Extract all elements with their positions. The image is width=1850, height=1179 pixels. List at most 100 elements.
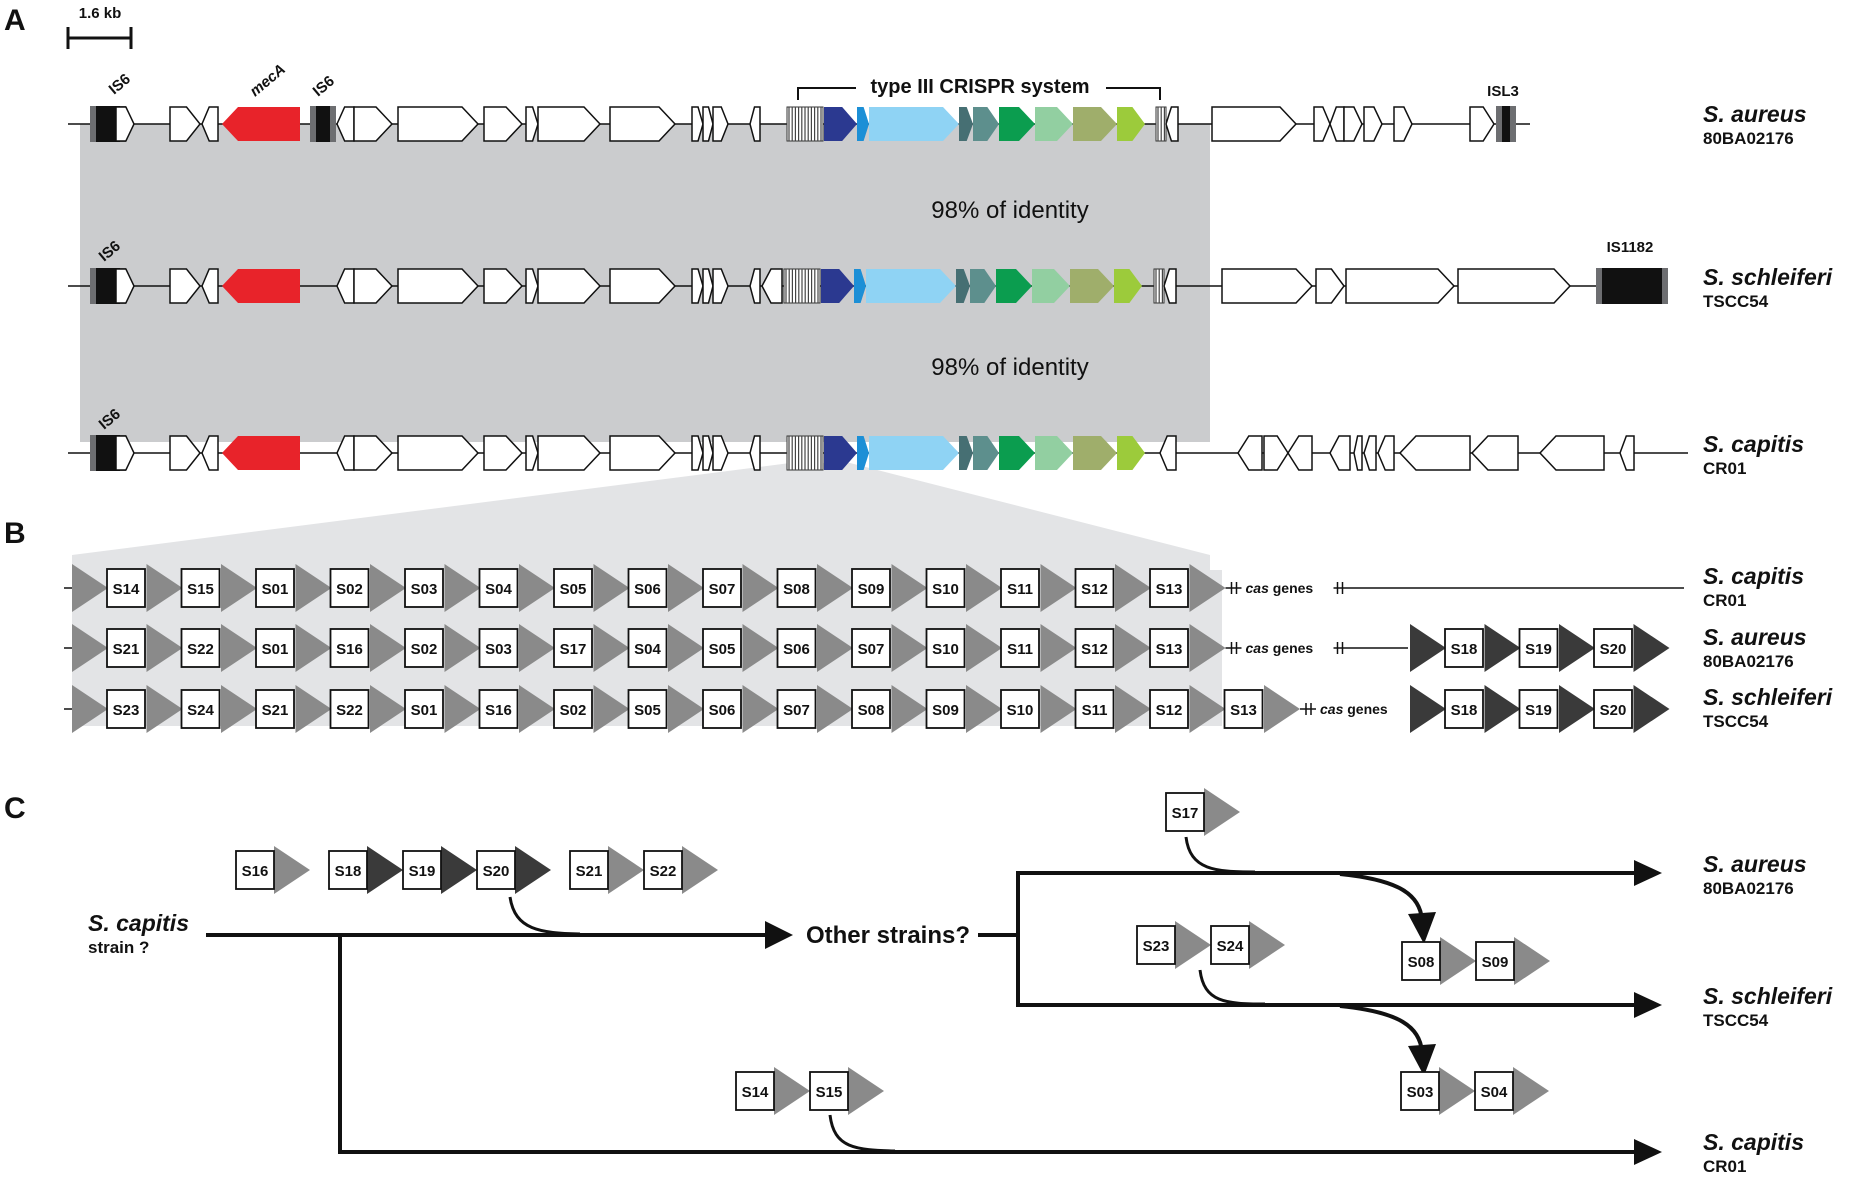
capitis-gain-S15-repeat bbox=[848, 1067, 884, 1115]
schleiferi-repeat-9 bbox=[742, 685, 779, 733]
arrowhead-aureus bbox=[1634, 860, 1662, 886]
schleiferi-spacer-S09-11-label: S09 bbox=[932, 702, 959, 719]
capitis-repeat-end bbox=[1189, 564, 1226, 612]
aureus-repeat-9 bbox=[742, 624, 779, 672]
capitis-repeat-9 bbox=[742, 564, 779, 612]
aureus-spacer-S17-6-label: S17 bbox=[560, 641, 587, 658]
ancestral-S20-box bbox=[476, 850, 516, 890]
aureus-orf-m1 bbox=[353, 106, 394, 142]
schleiferi-loss-S03-repeat bbox=[1439, 1067, 1475, 1115]
capitis-cas-gene-6 bbox=[1035, 436, 1073, 470]
aureus-spacer-S05-8-box bbox=[702, 628, 742, 668]
capitis-orf-r5 bbox=[1353, 435, 1363, 471]
isl3-label: ISL3 bbox=[1487, 83, 1519, 100]
schleiferi-repeat-12 bbox=[966, 685, 1002, 733]
aureus-gain-S17-box bbox=[1165, 792, 1205, 832]
schleiferi-repeat-11 bbox=[891, 685, 928, 733]
capitis-cas-gene-8 bbox=[1117, 436, 1145, 470]
schleiferi-loss-S04-repeat bbox=[1513, 1067, 1549, 1115]
capitis-cas-genes-label: cas genes bbox=[1246, 580, 1314, 596]
schleiferi-gain-S24-box bbox=[1210, 925, 1250, 965]
strain-aureus-b: 80BA02176 bbox=[1703, 652, 1794, 671]
schleiferi-spacer-S22-3-box bbox=[329, 689, 370, 729]
aureus-cas-gene-8 bbox=[1117, 107, 1145, 141]
aureus-spacer-S04-7-box bbox=[627, 628, 668, 668]
schleiferi-spacer-S08-10-label: S08 bbox=[858, 702, 885, 719]
schleiferi-spacer-S10-12-label: S10 bbox=[1007, 702, 1034, 719]
schleiferi-spacer-S10-12-box bbox=[1000, 689, 1040, 729]
meca-label: mecA bbox=[247, 61, 289, 100]
schleiferi-orf-m3 bbox=[483, 268, 524, 304]
aureus-extra-repeat-0 bbox=[1410, 624, 1446, 672]
aureus-cas-gene-6 bbox=[1035, 107, 1073, 141]
capitis-gain-S14-label: S14 bbox=[742, 1084, 769, 1101]
schleiferi-repeat-1 bbox=[146, 685, 183, 733]
ancestral-S20-label: S20 bbox=[483, 863, 510, 880]
capitis-spacer-S15-1-box bbox=[180, 568, 221, 608]
aureus-loss-S09-label: S09 bbox=[1482, 954, 1509, 971]
panel-b-species-labels: S. capitis CR01 S. aureus 80BA02176 S. s… bbox=[1703, 563, 1833, 731]
capitis-gain-S15-label: S15 bbox=[816, 1084, 843, 1101]
strain-schleiferi-a: TSCC54 bbox=[1703, 292, 1769, 311]
species-schleiferi-a: S. schleiferi bbox=[1703, 264, 1833, 290]
arrowhead-capitis bbox=[1634, 1139, 1662, 1165]
aureus-spacer-S01-2-label: S01 bbox=[262, 641, 289, 658]
capitis-spacer-S11-12-box bbox=[1000, 568, 1040, 608]
schleiferi-orf-m0 bbox=[336, 268, 355, 304]
aureus-spacer-S22-1-box bbox=[180, 628, 221, 668]
capitis-spacer-S01-2-box bbox=[255, 568, 295, 608]
capitis-repeat-5 bbox=[444, 564, 481, 612]
aureus-cas-gene-1 bbox=[857, 107, 869, 141]
capitis-orf-r11 bbox=[1619, 435, 1635, 471]
panel-a-species-labels: S. aureus 80BA02176 S. schleiferi TSCC54… bbox=[1703, 101, 1833, 478]
schleiferi-gain-S24-repeat bbox=[1249, 921, 1285, 969]
aureus-loss-S08-repeat bbox=[1440, 937, 1476, 985]
aureus-isl3 bbox=[1502, 106, 1510, 142]
ancestral-S18-repeat bbox=[367, 846, 403, 894]
aureus-spacer-S12-13-box bbox=[1074, 628, 1115, 668]
capitis-repeat-2 bbox=[221, 564, 257, 612]
capitis-orf-r1 bbox=[1237, 435, 1263, 471]
aureus-orf-r4 bbox=[1343, 106, 1363, 142]
schleiferi-cas-gene-8 bbox=[1114, 269, 1142, 303]
capitis-orf-m6 bbox=[609, 435, 677, 471]
ancestral-S19-label: S19 bbox=[409, 863, 436, 880]
ancestral-S18-box bbox=[328, 850, 368, 890]
aureus-is6-2 bbox=[316, 106, 330, 142]
aureus-orf-r5 bbox=[1363, 106, 1383, 142]
capitis-repeat-4 bbox=[370, 564, 406, 612]
aureus-spacer-S16-3-box bbox=[329, 628, 370, 668]
ancestral-S19-box bbox=[402, 850, 442, 890]
ancestral-S21-label: S21 bbox=[576, 863, 603, 880]
schleiferi-orf-2 bbox=[169, 268, 201, 304]
aureus-extra-repeat-2 bbox=[1559, 624, 1595, 672]
schleiferi-spacer-S01-4-label: S01 bbox=[411, 702, 438, 719]
schleiferi-loss-S04-box bbox=[1474, 1071, 1514, 1111]
capitis-cas-gene-3 bbox=[959, 436, 973, 470]
ancestral-S16-box bbox=[235, 850, 275, 890]
schleiferi-gain-S23-repeat bbox=[1175, 921, 1211, 969]
capitis-repeat-8 bbox=[668, 564, 704, 612]
aureus-repeat-0 bbox=[72, 624, 108, 672]
schleiferi-repeat-13 bbox=[1040, 685, 1077, 733]
aureus-orf-m2 bbox=[397, 106, 480, 142]
capitis-gain-S14-repeat bbox=[774, 1067, 810, 1115]
aureus-orf-m6 bbox=[609, 106, 677, 142]
capitis-spacer-S06-7-label: S06 bbox=[634, 581, 661, 598]
schleiferi-spacer-S12-14-box bbox=[1149, 689, 1189, 729]
schleiferi-orf-m7 bbox=[691, 268, 704, 304]
capitis-repeat-6 bbox=[519, 564, 555, 612]
aureus-extra-spacer-S19-label: S19 bbox=[1525, 641, 1552, 658]
aureus-orf-m3 bbox=[483, 106, 524, 142]
aureus-repeat-6 bbox=[519, 624, 555, 672]
schleiferi-orf-m6 bbox=[609, 268, 677, 304]
capitis-cas-gene-1 bbox=[857, 436, 869, 470]
aureus-orf-r0 bbox=[1165, 106, 1179, 142]
capitis-spacer-S04-5-label: S04 bbox=[485, 581, 512, 598]
schleiferi-extra-spacer-S20-label: S20 bbox=[1600, 702, 1627, 719]
capitis-orf-r4 bbox=[1329, 435, 1351, 471]
schleiferi-repeat-10 bbox=[817, 685, 853, 733]
aureus-spacer-S22-1-label: S22 bbox=[187, 641, 214, 658]
aureus-cas-gene-5 bbox=[999, 107, 1035, 141]
